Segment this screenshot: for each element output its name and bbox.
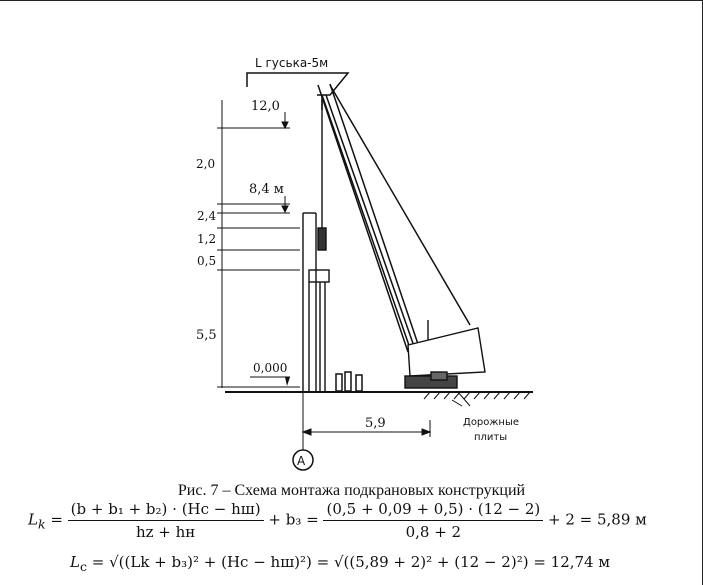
crane-diagram: L гуська-5м 12,0 8,4 м 2,0 2,4 1,2 0,5 5… — [196, 56, 533, 471]
formula-lc: Lc = √((Lk + b₃)² + (Hс − hш)²) = √((5,8… — [70, 553, 610, 574]
level-ticks — [217, 127, 300, 388]
formula-lc-sub: c — [79, 559, 87, 574]
formula-lk-lhs: L — [28, 510, 38, 529]
reach-dimension — [301, 392, 432, 450]
crane-body — [404, 320, 486, 389]
level-2-4: 2,4 — [197, 209, 216, 223]
axis-marker-label: А — [297, 454, 306, 468]
level-2-0: 2,0 — [196, 157, 215, 171]
axis-marker — [292, 449, 314, 471]
formula-lk-frac2: (0,5 + 0,09 + 0,5) · (12 − 2) 0,8 + 2 — [323, 500, 544, 541]
formula-lk-num2: (0,5 + 0,09 + 0,5) · (12 − 2) — [323, 500, 544, 521]
formula-lk-result: + 2 = 5,89 м — [548, 510, 647, 529]
formula-lk: Lk = (b + b₁ + b₂) · (Hс − hш) hz + hн +… — [28, 500, 647, 541]
base-elements — [335, 371, 363, 392]
formula-lk-den2: 0,8 + 2 — [405, 523, 462, 541]
formula-lc-expr: = √((Lk + b₃)² + (Hс − hш)²) = √((5,89 +… — [91, 553, 611, 571]
road-plates-label-2: плиты — [474, 432, 507, 443]
formula-lk-den: hz + hн — [135, 523, 196, 541]
level-5-5: 5,5 — [196, 328, 217, 343]
level-1-2: 1,2 — [197, 232, 216, 246]
figure-caption: Рис. 7 – Схема монтажа подкрановых конст… — [177, 482, 526, 499]
zero-level-label: 0,000 — [253, 361, 287, 375]
crane-boom — [246, 72, 471, 355]
reach-label: 5,9 — [365, 416, 386, 431]
formula-lk-plus: + b₃ = — [268, 510, 319, 529]
formula-lk-sub: k — [37, 516, 46, 532]
boom-label: L гуська-5м — [255, 56, 328, 70]
dim-8-4-label: 8,4 м — [249, 182, 284, 197]
formula-lk-num: (b + b₁ + b₂) · (Hс − hш) — [67, 500, 264, 521]
dim-12-label: 12,0 — [251, 99, 280, 114]
column-structure — [302, 100, 330, 392]
formula-lc-lhs: L — [70, 553, 80, 571]
formula-lk-frac1: (b + b₁ + b₂) · (Hс − hш) hz + hн — [67, 500, 264, 541]
ground-hatch — [423, 391, 531, 407]
road-plates-label-1: Дорожные — [463, 417, 519, 428]
level-0-5: 0,5 — [197, 254, 216, 268]
